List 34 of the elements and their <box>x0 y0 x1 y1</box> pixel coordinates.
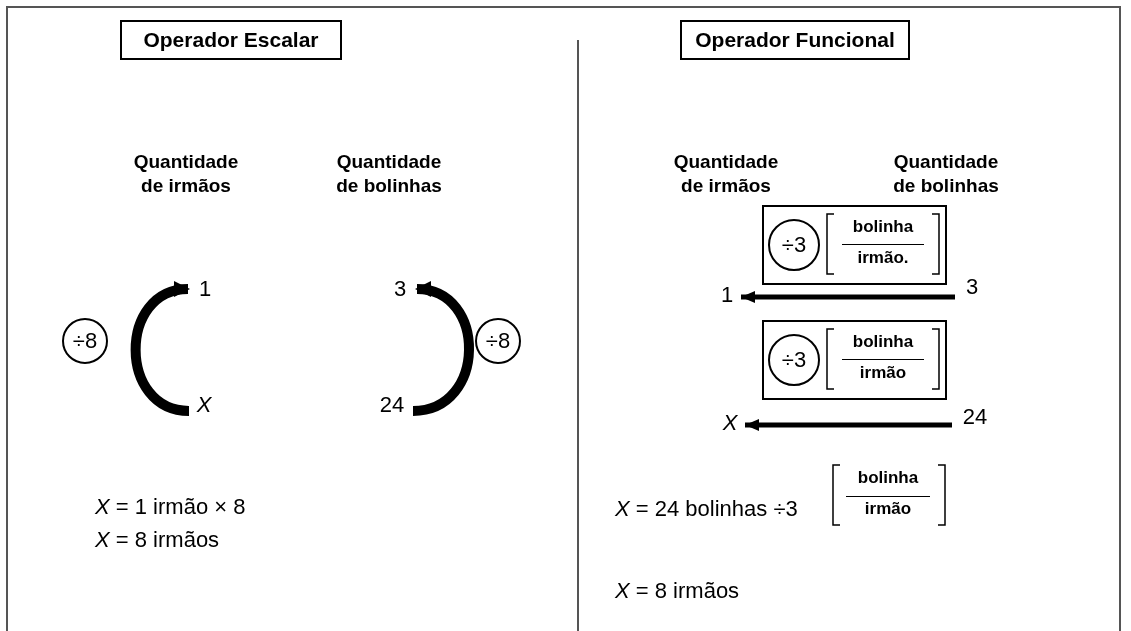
column-heading: Quantidade de irmãos <box>132 150 240 198</box>
value-text: 24 <box>372 390 412 420</box>
column-heading: Quantidade de bolinhas <box>335 150 443 198</box>
value-text: X <box>718 408 742 438</box>
fraction-denominator: irmão <box>858 363 908 383</box>
arrow <box>745 419 952 431</box>
fraction-numerator: bolinha <box>851 332 915 352</box>
operator-box <box>762 320 947 400</box>
operator-circle: ÷8 <box>475 318 521 364</box>
equation-text: X = 24 bolinhas ÷3 <box>615 496 798 522</box>
operator-circle: ÷3 <box>768 334 820 386</box>
value-text: 24 <box>955 402 995 432</box>
operator-circle: ÷3 <box>768 219 820 271</box>
curved-arrow <box>130 283 190 416</box>
operator-box <box>762 205 947 285</box>
title-box: Operador Funcional <box>680 20 910 60</box>
operator-circle: ÷8 <box>62 318 108 364</box>
equation-text: X = 8 irmãos <box>615 578 740 604</box>
equation-text: X = 8 irmãos <box>95 527 220 553</box>
column-heading: Quantidade de irmãos <box>672 150 780 198</box>
curved-arrow <box>412 283 474 416</box>
arrow <box>741 291 955 303</box>
value-text: 1 <box>716 280 738 310</box>
fraction-denominator: irmão <box>863 499 913 519</box>
fraction-numerator: bolinha <box>856 468 920 488</box>
value-text: X <box>190 390 218 420</box>
column-heading: Quantidade de bolinhas <box>892 150 1000 198</box>
value-text: 1 <box>190 274 220 304</box>
value-text: 3 <box>958 272 986 302</box>
value-text: 3 <box>385 274 415 304</box>
fraction-numerator: bolinha <box>851 217 915 237</box>
fraction-denominator: irmão. <box>856 248 910 268</box>
title-box: Operador Escalar <box>120 20 342 60</box>
equation-text: X = 1 irmão × 8 <box>95 494 246 520</box>
